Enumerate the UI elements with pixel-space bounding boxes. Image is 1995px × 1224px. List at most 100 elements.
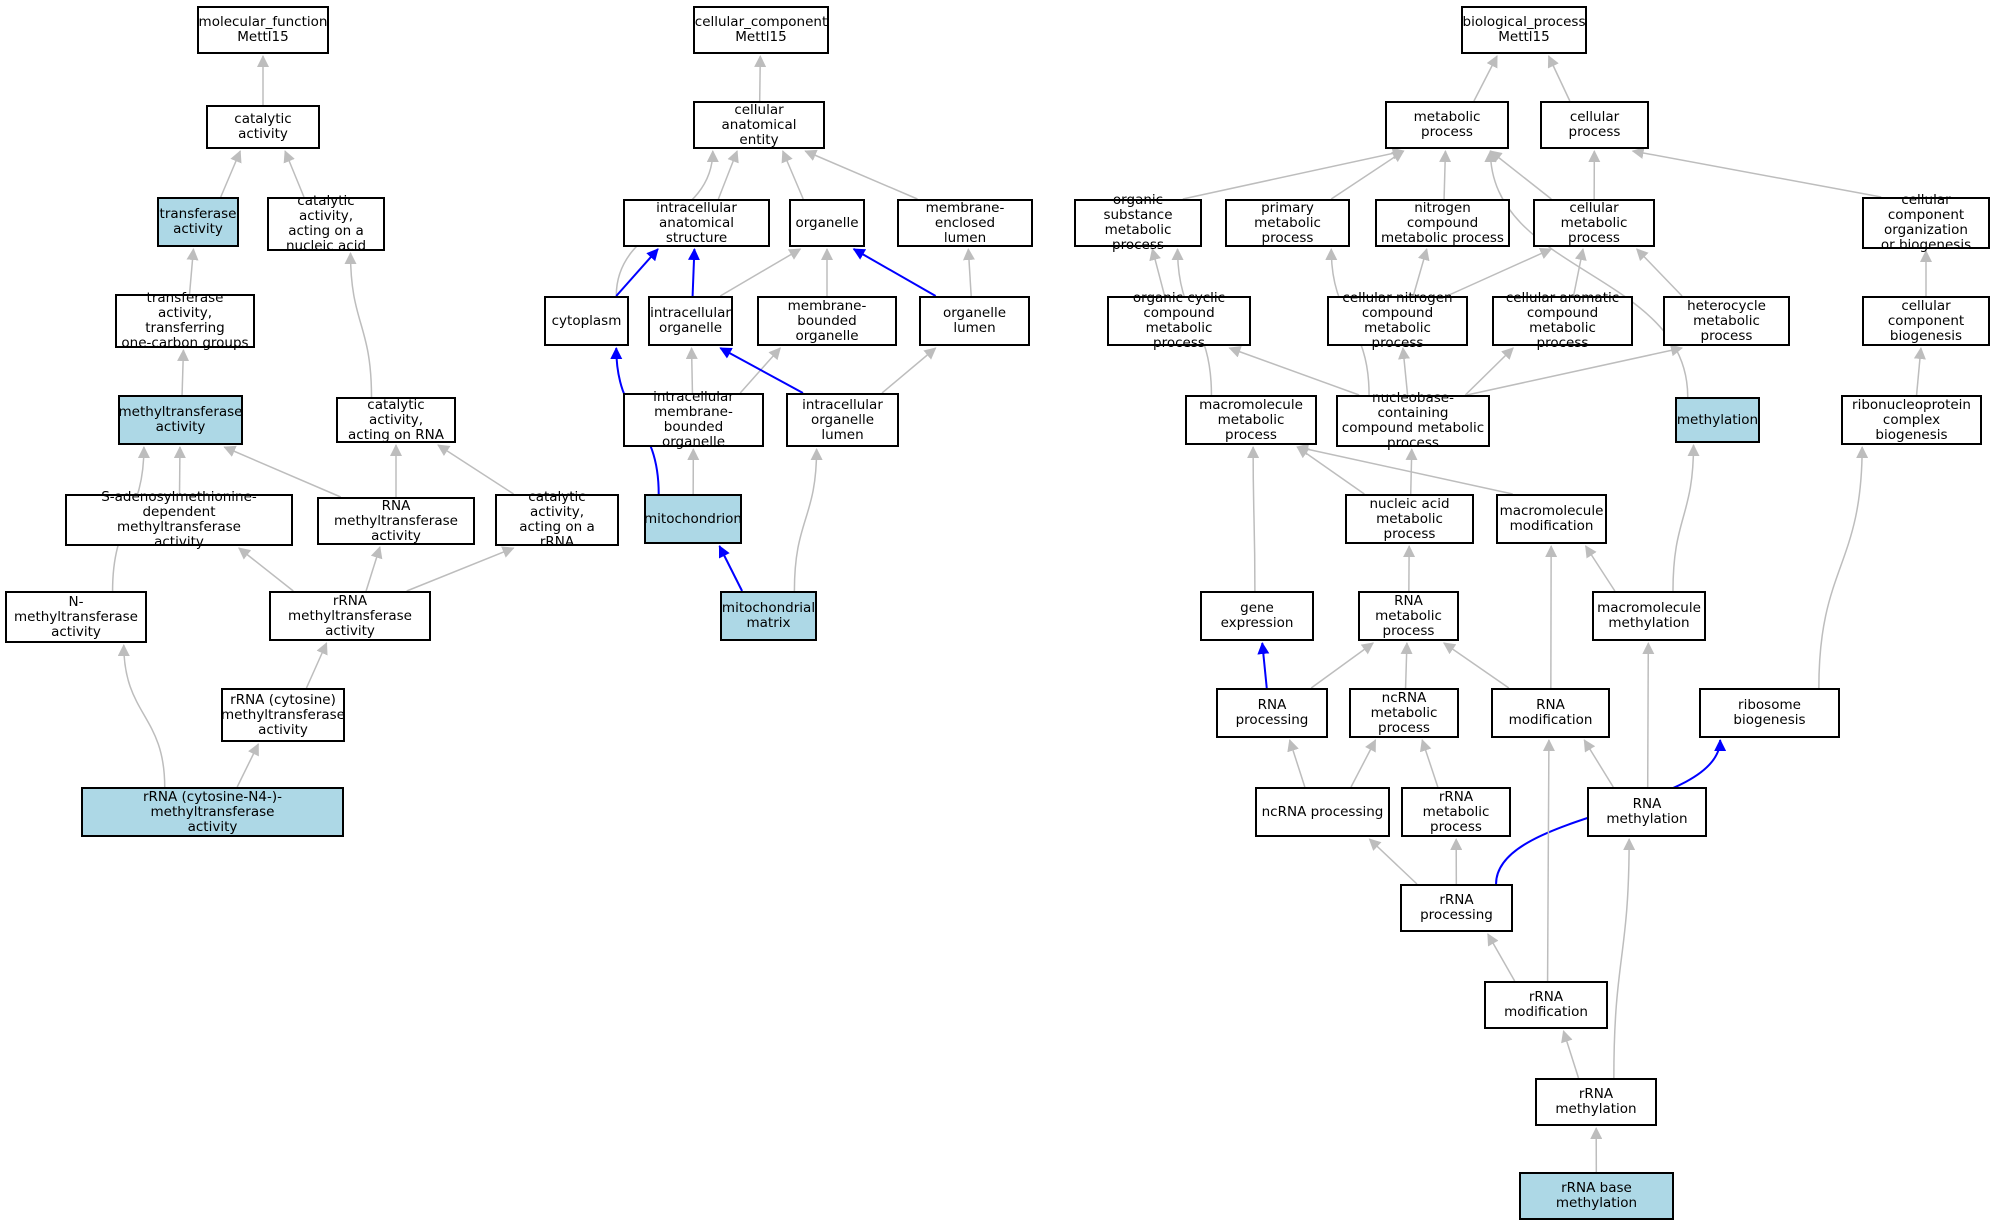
go-term-intra-organelle[interactable]: intracellular organelle — [648, 296, 733, 346]
edge-intra-mem-bound-to-intra-organelle — [685, 347, 698, 394]
edge-cell-met-to-metabolic — [1489, 150, 1552, 200]
edge-rnp-biogenesis-to-cc-biogenesis — [1913, 347, 1926, 396]
edge-primary-met-to-metabolic — [1330, 150, 1405, 200]
go-term-rrna-methylation[interactable]: rRNA methylation — [1535, 1078, 1657, 1126]
edge-transferase-to-catalytic — [220, 150, 242, 198]
go-term-rnp-biogenesis[interactable]: ribonucleoprotein complex biogenesis — [1841, 395, 1982, 445]
go-term-rrna-cyt-mt[interactable]: rRNA (cytosine) methyltransferase activi… — [221, 688, 345, 742]
edge-heterocycle-to-cell-met — [1636, 248, 1683, 297]
edge-org-cyclic-to-org-subst — [1149, 248, 1166, 297]
go-term-methyltransferase[interactable]: methyltransferase activity — [118, 395, 243, 445]
go-term-rrna-base-methyl[interactable]: rRNA base methylation — [1519, 1172, 1674, 1220]
go-term-rna-mod[interactable]: RNA modification — [1491, 688, 1610, 738]
go-term-catalytic[interactable]: catalytic activity — [206, 105, 320, 149]
go-term-org-lumen[interactable]: organelle lumen — [919, 296, 1030, 346]
go-term-organelle[interactable]: organelle — [789, 199, 865, 247]
edge-rrna-methylation-to-rrna-mod — [1561, 1030, 1580, 1079]
edge-rrna-n4-to-n-mt — [117, 644, 166, 788]
edge-cell-nitrogen-to-nitrogen-comp — [1412, 248, 1430, 297]
edge-macromol-mod-to-macromol-met — [1296, 443, 1513, 495]
go-term-mem-encl-lumen[interactable]: membrane-enclosed lumen — [897, 199, 1033, 247]
go-term-cat-nucleic[interactable]: catalytic activity, acting on a nucleic … — [267, 194, 385, 254]
go-term-methylation[interactable]: methylation — [1675, 397, 1760, 443]
go-term-cellular-proc[interactable]: cellular process — [1540, 101, 1649, 149]
go-term-cc-org[interactable]: cellular component organization or bioge… — [1862, 193, 1990, 253]
go-term-mitochondrion[interactable]: mitochondrion — [644, 494, 742, 544]
go-term-cell-met[interactable]: cellular metabolic process — [1533, 199, 1655, 247]
go-term-rrna-mod[interactable]: rRNA modification — [1484, 981, 1608, 1029]
edge-macromol-methyl-to-methylation — [1672, 444, 1700, 592]
edge-cat-nucleic-to-catalytic — [283, 150, 305, 198]
go-term-rna-mt[interactable]: RNA methyltransferase activity — [317, 497, 475, 545]
edge-nucleobase-to-cell-aromatic — [1464, 347, 1514, 396]
edge-cat-rna-to-cat-nucleic — [344, 252, 373, 398]
edge-mem-encl-lumen-to-cell-anat — [804, 149, 918, 200]
go-term-intra-mem-bound[interactable]: intracellular membrane-bounded organelle — [623, 390, 764, 450]
edge-rna-methylation-to-rna-mod — [1583, 739, 1614, 788]
go-term-cytoplasm[interactable]: cytoplasm — [544, 296, 629, 346]
edge-rna-mt-to-methyltransferase — [223, 445, 341, 498]
edge-gene-expr-to-macromol-met — [1247, 446, 1260, 592]
go-term-ribosome-bio[interactable]: ribosome biogenesis — [1699, 688, 1840, 738]
edge-org-lumen-to-organelle — [852, 248, 937, 297]
edge-rrna-mod-to-rna-mod — [1542, 739, 1555, 982]
edge-rna-processing-to-rna-met — [1310, 642, 1374, 689]
go-term-cat-rna[interactable]: catalytic activity, acting on RNA — [336, 397, 456, 443]
go-term-ncrna-proc[interactable]: ncRNA processing — [1255, 787, 1390, 837]
go-term-primary-met[interactable]: primary metabolic process — [1225, 199, 1350, 247]
go-term-rna-methylation[interactable]: RNA methylation — [1587, 787, 1707, 837]
go-term-org-subst[interactable]: organic substance metabolic process — [1074, 193, 1202, 253]
edge-intra-org-lumen-to-org-lumen — [881, 347, 937, 394]
edge-rrna-mt-to-sam-mt — [238, 547, 294, 592]
go-term-org-cyclic[interactable]: organic cyclic compound metabolic proces… — [1107, 291, 1251, 351]
edge-rrna-methylation-to-rna-methylation — [1613, 838, 1636, 1079]
edge-rrna-n4-to-rrna-cyt-mt — [236, 743, 259, 788]
go-term-n-mt[interactable]: N-methyltransferase activity — [5, 591, 147, 643]
edge-rrna-mt-to-rna-mt — [365, 546, 383, 592]
go-term-transfer-onec[interactable]: transferase activity, transferring one-c… — [115, 291, 255, 351]
go-term-gene-expr[interactable]: gene expression — [1200, 591, 1314, 641]
go-term-rna-processing[interactable]: RNA processing — [1216, 688, 1328, 738]
go-term-macromol-methyl[interactable]: macromolecule methylation — [1592, 591, 1706, 641]
edge-rrna-mod-to-rrna-proc — [1487, 933, 1516, 982]
go-term-heterocycle[interactable]: heterocycle metabolic process — [1663, 296, 1790, 346]
go-term-intra-anat[interactable]: intracellular anatomical structure — [623, 199, 770, 247]
go-term-rrna-met[interactable]: rRNA metabolic process — [1401, 787, 1511, 837]
go-term-cc-biogenesis[interactable]: cellular component biogenesis — [1862, 296, 1990, 346]
edge-intra-organelle-to-intra-anat — [687, 248, 700, 297]
go-term-cell-anat[interactable]: cellular anatomical entity — [693, 101, 825, 149]
edge-rrna-cyt-mt-to-rrna-mt — [305, 642, 328, 689]
edge-rrna-met-to-ncrna-met — [1419, 739, 1439, 788]
go-term-rrna-n4[interactable]: rRNA (cytosine-N4-)-methyltransferase ac… — [81, 787, 344, 837]
edge-intra-org-lumen-to-intra-organelle — [719, 347, 804, 394]
go-term-rrna-mt[interactable]: rRNA methyltransferase activity — [269, 591, 431, 641]
go-term-ncrna-met[interactable]: ncRNA metabolic process — [1349, 688, 1459, 738]
go-term-macromol-met[interactable]: macromolecule metabolic process — [1185, 395, 1317, 445]
go-term-nitrogen-comp[interactable]: nitrogen compound metabolic process — [1375, 199, 1510, 247]
go-term-nucleic-met[interactable]: nucleic acid metabolic process — [1345, 494, 1474, 544]
go-term-mf-root[interactable]: molecular_function Mettl15 — [197, 6, 329, 54]
go-term-mito-matrix[interactable]: mitochondrial matrix — [720, 591, 817, 641]
go-term-transferase[interactable]: transferase activity — [157, 197, 239, 247]
go-term-sam-mt[interactable]: S-adenosylmethionine-dependent methyltra… — [65, 490, 293, 550]
edge-nucleobase-to-heterocycle — [1466, 344, 1684, 396]
go-term-cc-root[interactable]: cellular_component Mettl15 — [693, 6, 829, 54]
edge-mito-matrix-to-intra-org-lumen — [793, 448, 823, 592]
go-term-cat-rrna[interactable]: catalytic activity, acting on a rRNA — [495, 490, 619, 550]
edge-ncrna-met-to-rna-met — [1400, 642, 1413, 689]
go-term-cell-aromatic[interactable]: cellular aromatic compound metabolic pro… — [1492, 291, 1633, 351]
go-term-nucleobase[interactable]: nucleobase-containing compound metabolic… — [1336, 391, 1490, 451]
edge-rna-methylation-to-macromol-methyl — [1642, 642, 1655, 788]
edge-macromol-methyl-to-macromol-mod — [1585, 545, 1616, 592]
edge-cell-aromatic-to-cell-met — [1572, 248, 1587, 297]
go-term-cell-nitrogen[interactable]: cellular nitrogen compound metabolic pro… — [1327, 291, 1468, 351]
go-term-macromol-mod[interactable]: macromolecule modification — [1496, 494, 1607, 544]
go-term-intra-org-lumen[interactable]: intracellular organelle lumen — [786, 393, 899, 447]
edge-cellular-proc-to-bp-root — [1547, 55, 1571, 102]
go-term-rrna-proc[interactable]: rRNA processing — [1400, 884, 1513, 932]
go-term-mem-bound-org[interactable]: membrane-bounded organelle — [757, 296, 897, 346]
go-term-rna-met[interactable]: RNA metabolic process — [1358, 591, 1459, 641]
go-term-bp-root[interactable]: biological_process Mettl15 — [1461, 6, 1587, 54]
go-term-metabolic[interactable]: metabolic process — [1385, 101, 1509, 149]
